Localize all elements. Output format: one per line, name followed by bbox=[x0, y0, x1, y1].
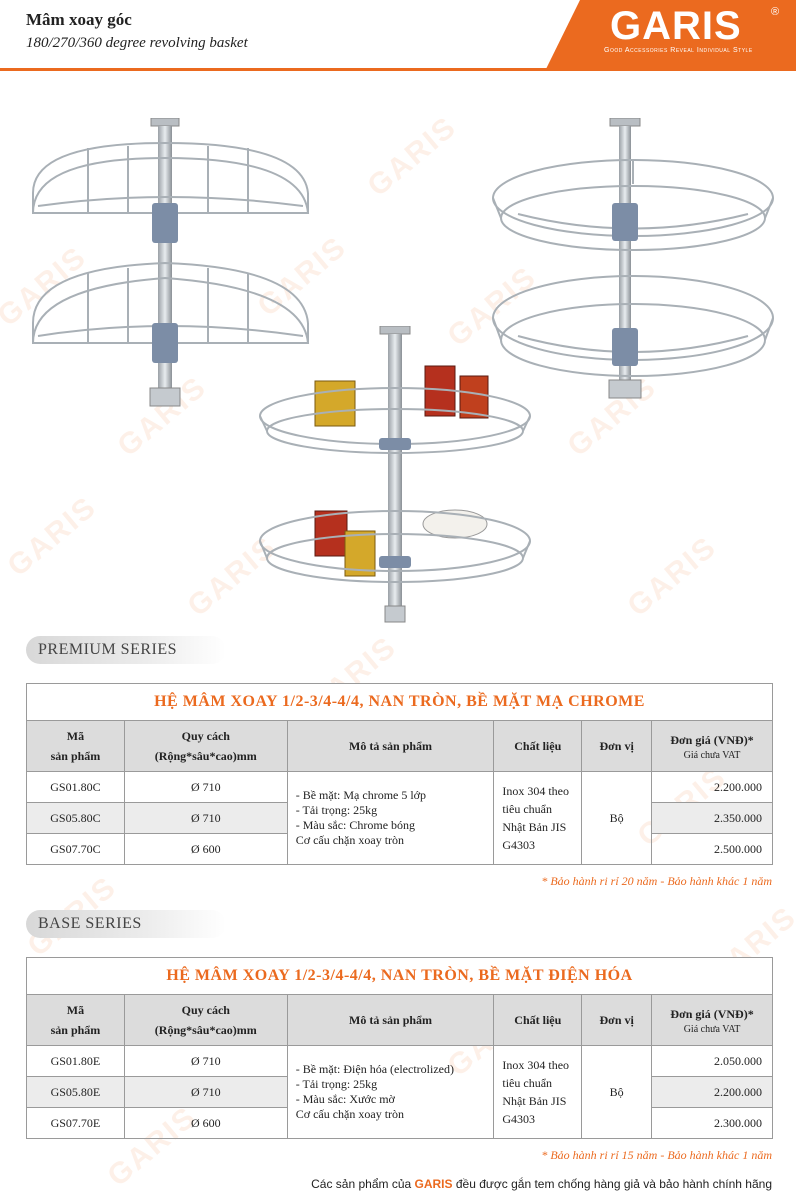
product-spec: Ø 710 bbox=[123, 771, 288, 803]
product-material: Inox 304 theo tiêu chuẩn Nhật Bản JIS G4… bbox=[493, 771, 583, 865]
footer-brand: GARIS bbox=[414, 1177, 453, 1191]
base-series-label: BASE SERIES bbox=[26, 910, 226, 938]
watermark: GARIS bbox=[1, 490, 104, 584]
product-code: GS01.80C bbox=[26, 771, 125, 803]
premium-price-table: HỆ MÂM XOAY 1/2-3/4-4/4, NAN TRÒN, BỀ MẶ… bbox=[26, 683, 773, 865]
header-divider bbox=[0, 68, 560, 71]
column-header-description: Mô tả sản phẩm bbox=[286, 994, 495, 1046]
three-quarter-basket-image bbox=[492, 118, 774, 399]
table-row: GS05.80E Ø 710 2.200.000 bbox=[26, 1076, 773, 1108]
product-spec: Ø 600 bbox=[123, 1107, 288, 1139]
table-row: GS07.70C Ø 600 2.500.000 bbox=[26, 833, 773, 865]
product-code: GS07.70E bbox=[26, 1107, 125, 1139]
footer-note: Các sản phẩm của GARIS đều được gắn tem … bbox=[311, 1177, 772, 1191]
product-spec: Ø 710 bbox=[123, 1076, 288, 1108]
product-unit: Bộ bbox=[581, 1045, 653, 1139]
product-description: - Bề mặt: Điện hóa (electrolized) - Tải … bbox=[286, 1045, 495, 1139]
column-header-unit: Đơn vị bbox=[581, 994, 653, 1046]
full-round-basket-image bbox=[259, 326, 531, 623]
product-code: GS07.70C bbox=[26, 833, 125, 865]
product-spec: Ø 710 bbox=[123, 802, 288, 834]
product-code: GS05.80C bbox=[26, 802, 125, 834]
column-header-material: Chất liệu bbox=[493, 720, 583, 772]
premium-series-label: PREMIUM SERIES bbox=[26, 636, 226, 664]
watermark: GARIS bbox=[361, 110, 464, 204]
product-price: 2.500.000 bbox=[651, 833, 773, 865]
product-description: - Bề mặt: Mạ chrome 5 lớp - Tải trọng: 2… bbox=[286, 771, 495, 865]
product-spec: Ø 710 bbox=[123, 1045, 288, 1077]
base-price-table: HỆ MÂM XOAY 1/2-3/4-4/4, NAN TRÒN, BỀ MẶ… bbox=[26, 957, 773, 1139]
product-price: 2.350.000 bbox=[651, 802, 773, 834]
garis-logo: GARIS bbox=[610, 4, 742, 48]
column-header-description: Mô tả sản phẩm bbox=[286, 720, 495, 772]
product-unit: Bộ bbox=[581, 771, 653, 865]
product-price: 2.200.000 bbox=[651, 1076, 773, 1108]
column-header-price: Đơn giá (VNĐ)*Giá chưa VAT bbox=[651, 994, 773, 1046]
column-header-material: Chất liệu bbox=[493, 994, 583, 1046]
table-row: GS05.80C Ø 710 2.350.000 bbox=[26, 802, 773, 834]
table-row: GS01.80C Ø 710 - Bề mặt: Mạ chrome 5 lớp… bbox=[26, 771, 773, 865]
logo-banner bbox=[545, 0, 796, 71]
table-title: HỆ MÂM XOAY 1/2-3/4-4/4, NAN TRÒN, BỀ MẶ… bbox=[26, 683, 773, 721]
premium-warranty-note: * Bảo hành ri rỉ 20 năm - Bảo hành khác … bbox=[541, 874, 772, 888]
column-header-spec: Quy cách(Rộng*sâu*cao)mm bbox=[123, 994, 288, 1046]
page-title: Mâm xoay góc bbox=[26, 10, 132, 29]
product-spec: Ø 600 bbox=[123, 833, 288, 865]
product-code: GS05.80E bbox=[26, 1076, 125, 1108]
watermark: GARIS bbox=[621, 530, 724, 624]
page-subtitle: 180/270/360 degree revolving basket bbox=[26, 35, 248, 51]
column-header-unit: Đơn vị bbox=[581, 720, 653, 772]
registered-mark: ® bbox=[771, 6, 780, 18]
column-header-price: Đơn giá (VNĐ)*Giá chưa VAT bbox=[651, 720, 773, 772]
column-header-spec: Quy cách(Rộng*sâu*cao)mm bbox=[123, 720, 288, 772]
table-row: GS07.70E Ø 600 2.300.000 bbox=[26, 1107, 773, 1139]
table-row: GS01.80E Ø 710 - Bề mặt: Điện hóa (elect… bbox=[26, 1045, 773, 1139]
base-warranty-note: * Bảo hành ri rỉ 15 năm - Bảo hành khác … bbox=[541, 1148, 772, 1162]
product-material: Inox 304 theo tiêu chuẩn Nhật Bản JIS G4… bbox=[493, 1045, 583, 1139]
product-price: 2.200.000 bbox=[651, 771, 773, 803]
table-title: HỆ MÂM XOAY 1/2-3/4-4/4, NAN TRÒN, BỀ MẶ… bbox=[26, 957, 773, 995]
product-price: 2.050.000 bbox=[651, 1045, 773, 1077]
product-price: 2.300.000 bbox=[651, 1107, 773, 1139]
product-code: GS01.80E bbox=[26, 1045, 125, 1077]
half-moon-basket-image bbox=[31, 118, 310, 407]
logo-tagline: Good Accessories Reveal Individual Style bbox=[604, 47, 753, 54]
